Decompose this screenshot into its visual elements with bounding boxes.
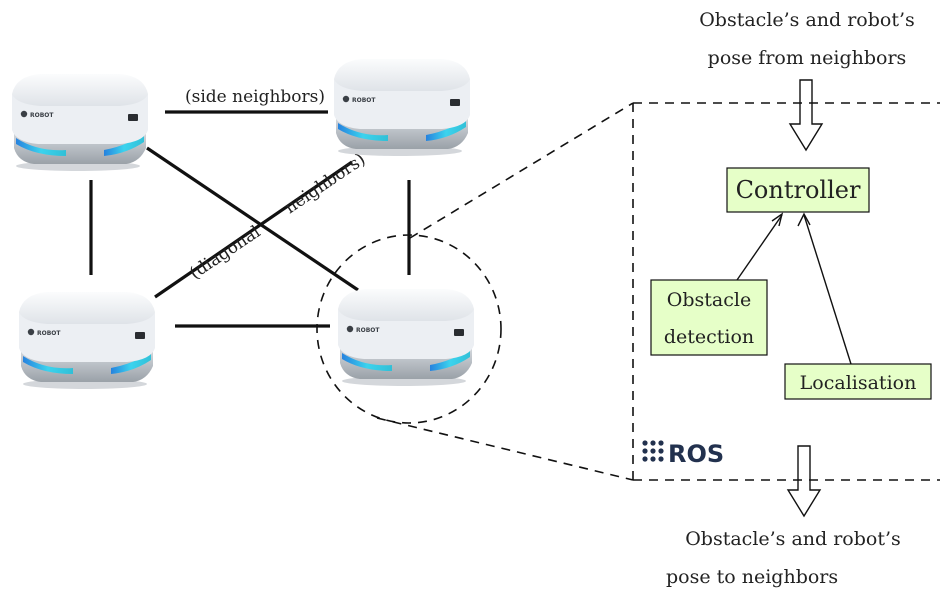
controller-box xyxy=(726,167,870,213)
robot-bottom-right: ROBOT xyxy=(338,289,474,386)
obstacle-detection-box xyxy=(650,279,768,356)
neighbors-label: neighbors) xyxy=(281,150,369,219)
zoom-line-top xyxy=(409,102,634,239)
ros-logo: ROS xyxy=(642,440,724,468)
ros-logo-text: ROS xyxy=(668,440,724,468)
localisation-box xyxy=(784,363,932,400)
output-text-line1: Obstacle’s and robot’s xyxy=(685,528,901,550)
robot-logo-text: ROBOT xyxy=(30,112,54,119)
obstacle-detection-label-line1: Obstacle xyxy=(667,289,751,311)
robot-top-left: ROBOT xyxy=(12,74,148,171)
input-text-line1: Obstacle’s and robot’s xyxy=(699,9,915,31)
edge-diagonal-1 xyxy=(146,146,359,292)
robot-bottom-left: ROBOT xyxy=(19,292,155,389)
robot-logo-text: ROBOT xyxy=(37,330,61,337)
robot-logo-text: ROBOT xyxy=(352,97,376,104)
diagonal-label: (diagonal xyxy=(186,222,264,284)
input-text-line2: pose from neighbors xyxy=(708,47,907,69)
robot-top-right: ROBOT xyxy=(334,59,470,156)
localisation-label: Localisation xyxy=(800,372,917,394)
obstacle-detection-label-line2: detection xyxy=(664,326,754,348)
arrow-localisation-to-controller xyxy=(797,212,852,365)
zoom-circle xyxy=(316,234,502,424)
edge-diagonal-2 xyxy=(154,160,353,299)
controller-label: Controller xyxy=(736,176,861,204)
arrow-obstacle-to-controller xyxy=(736,212,784,281)
zoom-line-bottom xyxy=(376,417,634,481)
output-text-line2: pose to neighbors xyxy=(666,566,838,588)
ros-node-boundary xyxy=(632,102,940,481)
ros-dots-icon xyxy=(642,440,664,462)
output-arrow xyxy=(786,445,822,518)
robot-logo-text: ROBOT xyxy=(356,327,380,334)
input-arrow xyxy=(788,79,824,152)
side-neighbors-label: (side neighbors) xyxy=(185,87,325,107)
